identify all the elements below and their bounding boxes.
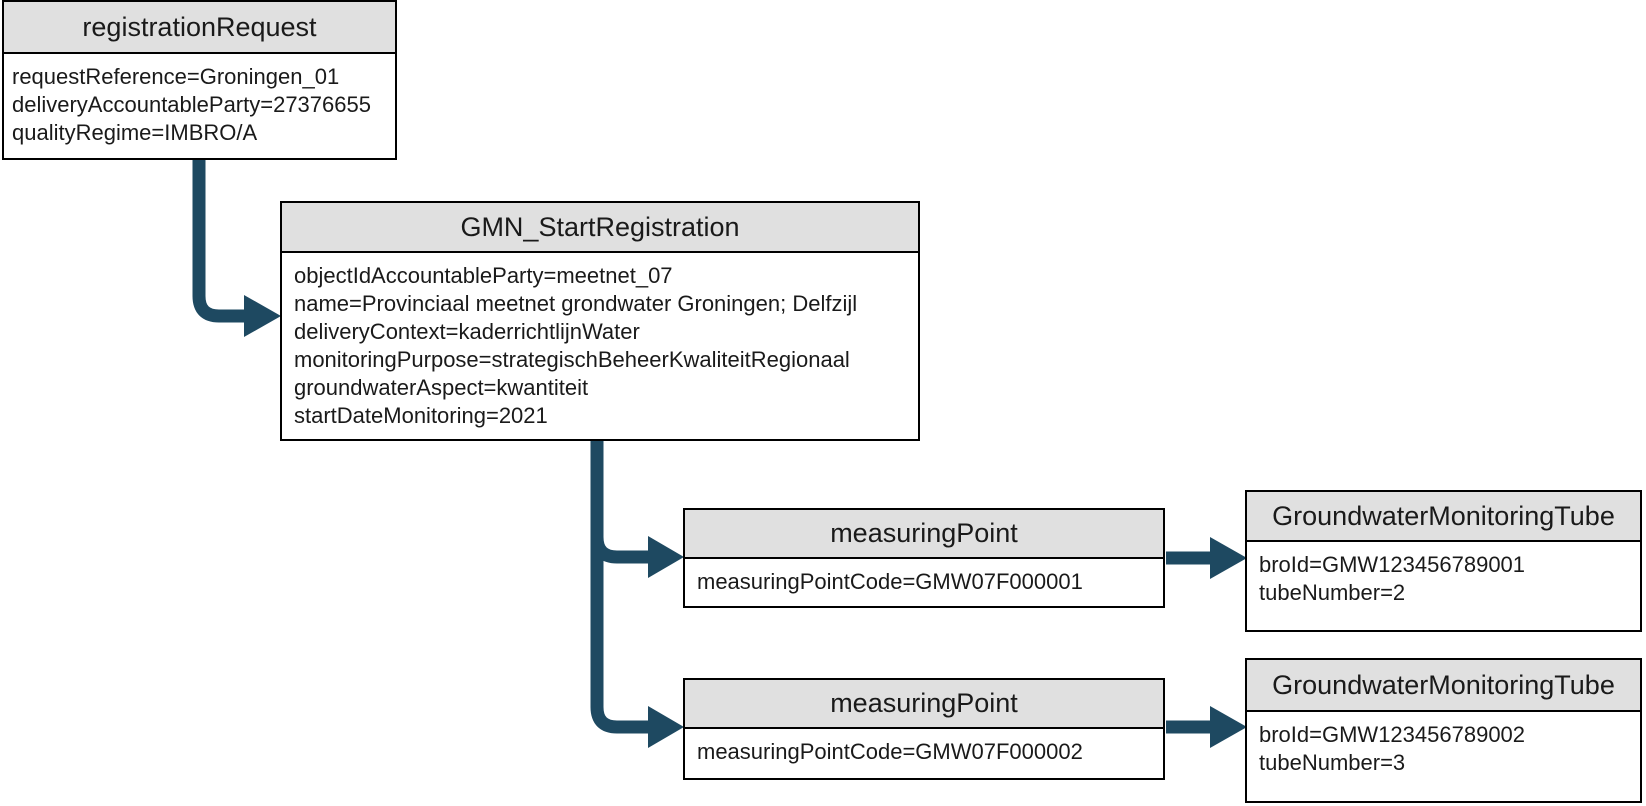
- node-attribute: requestReference=Groningen_01: [12, 64, 340, 89]
- node-title: measuringPoint: [685, 510, 1163, 559]
- node-attribute: tubeNumber=2: [1259, 580, 1406, 605]
- node-body: requestReference=Groningen_01 deliveryAc…: [4, 54, 395, 158]
- connector-arrow-measuring-point-2-to-tube-2: [1166, 706, 1247, 748]
- node-groundwater-monitoring-tube-2: GroundwaterMonitoringTube broId=GMW12345…: [1245, 658, 1642, 803]
- node-groundwater-monitoring-tube-1: GroundwaterMonitoringTube broId=GMW12345…: [1245, 490, 1642, 632]
- node-title: GMN_StartRegistration: [282, 203, 918, 253]
- node-attribute: objectIdAccountableParty=meetnet_07: [294, 263, 673, 288]
- node-title: GroundwaterMonitoringTube: [1247, 492, 1640, 542]
- node-attribute: broId=GMW123456789002: [1259, 722, 1526, 747]
- node-attribute: startDateMonitoring=2021: [294, 403, 548, 428]
- node-gmn-start-registration: GMN_StartRegistration objectIdAccountabl…: [280, 201, 920, 441]
- connector-arrow-gmn-to-measuring-point-1: [590, 510, 684, 578]
- node-attribute: monitoringPurpose=strategischBeheerKwali…: [294, 347, 850, 372]
- node-body: broId=GMW123456789001 tubeNumber=2: [1247, 542, 1640, 630]
- node-attribute: deliveryAccountableParty=27376655: [12, 92, 371, 117]
- connector-arrow-measuring-point-1-to-tube-1: [1166, 537, 1247, 579]
- node-body: objectIdAccountableParty=meetnet_07 name…: [282, 253, 918, 439]
- node-attribute: measuringPointCode=GMW07F000002: [697, 739, 1083, 764]
- node-title: measuringPoint: [685, 680, 1163, 729]
- node-attribute: measuringPointCode=GMW07F000001: [697, 569, 1083, 594]
- connector-arrow-gmn-to-measuring-point-2: [590, 439, 684, 748]
- node-attribute: groundwaterAspect=kwantiteit: [294, 375, 589, 400]
- node-attribute: qualityRegime=IMBRO/A: [12, 120, 258, 145]
- node-title: GroundwaterMonitoringTube: [1247, 660, 1640, 712]
- node-attribute: tubeNumber=3: [1259, 750, 1406, 775]
- node-body: measuringPointCode=GMW07F000002: [685, 729, 1163, 778]
- node-measuring-point-1: measuringPoint measuringPointCode=GMW07F…: [683, 508, 1165, 608]
- node-measuring-point-2: measuringPoint measuringPointCode=GMW07F…: [683, 678, 1165, 780]
- node-attribute: deliveryContext=kaderrichtlijnWater: [294, 319, 640, 344]
- node-body: broId=GMW123456789002 tubeNumber=3: [1247, 712, 1640, 801]
- node-registration-request: registrationRequest requestReference=Gro…: [2, 0, 397, 160]
- connector-arrow-registration-to-gmn: [192, 158, 281, 337]
- node-attribute: name=Provinciaal meetnet grondwater Gron…: [294, 291, 858, 316]
- node-attribute: broId=GMW123456789001: [1259, 552, 1526, 577]
- node-body: measuringPointCode=GMW07F000001: [685, 559, 1163, 606]
- node-title: registrationRequest: [4, 2, 395, 54]
